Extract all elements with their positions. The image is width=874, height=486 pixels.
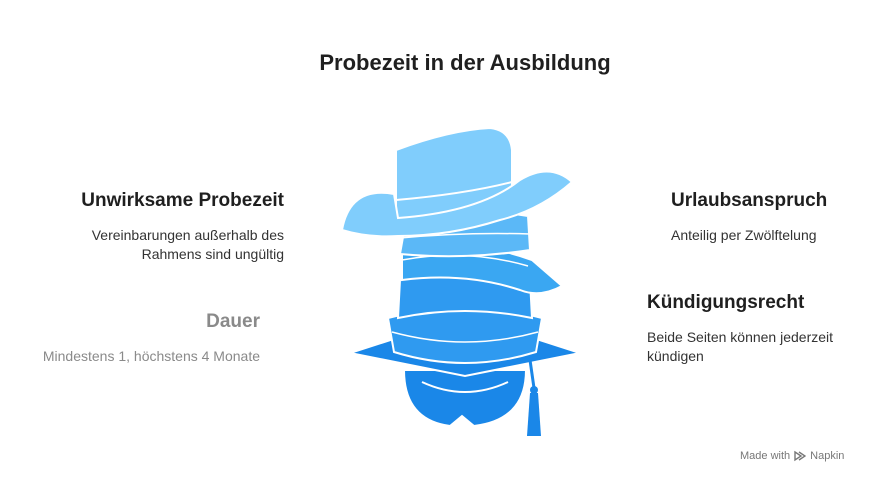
watermark: Made with Napkin xyxy=(740,450,844,462)
description-line: Vereinbarungen außerhalb des xyxy=(91,227,284,243)
description-line: kündigen xyxy=(647,348,704,364)
item-urlaubsanspruch: Urlaubsanspruch Anteilig per Zwölftelung xyxy=(671,190,871,245)
watermark-prefix: Made with xyxy=(740,450,791,462)
napkin-logo-icon xyxy=(794,450,807,462)
description-line: Beide Seiten können jederzeit xyxy=(647,329,834,345)
item-unwirksame-probezeit: Unwirksame Probezeit Vereinbarungen auße… xyxy=(0,190,284,264)
cowboy-hat-icon xyxy=(340,126,574,238)
item-dauer: Dauer Mindestens 1, höchstens 4 Monate xyxy=(0,311,260,366)
description-line: Rahmens sind ungültig xyxy=(141,246,284,262)
item-description: Anteilig per Zwölftelung xyxy=(671,227,817,243)
item-description: Vereinbarungen außerhalb des Rahmens sin… xyxy=(0,226,284,264)
item-heading: Urlaubsanspruch xyxy=(671,190,828,211)
item-heading: Unwirksame Probezeit xyxy=(81,190,284,211)
page-title: Probezeit in der Ausbildung xyxy=(319,50,611,75)
stacked-hats-illustration xyxy=(340,126,584,436)
item-description: Beide Seiten können jederzeit kündigen xyxy=(647,328,867,366)
item-heading: Dauer xyxy=(206,311,260,332)
item-description: Mindestens 1, höchstens 4 Monate xyxy=(42,348,260,364)
item-heading: Kündigungsrecht xyxy=(647,292,805,313)
item-kuendigungsrecht: Kündigungsrecht Beide Seiten können jede… xyxy=(647,292,867,366)
watermark-brand: Napkin xyxy=(810,450,845,462)
